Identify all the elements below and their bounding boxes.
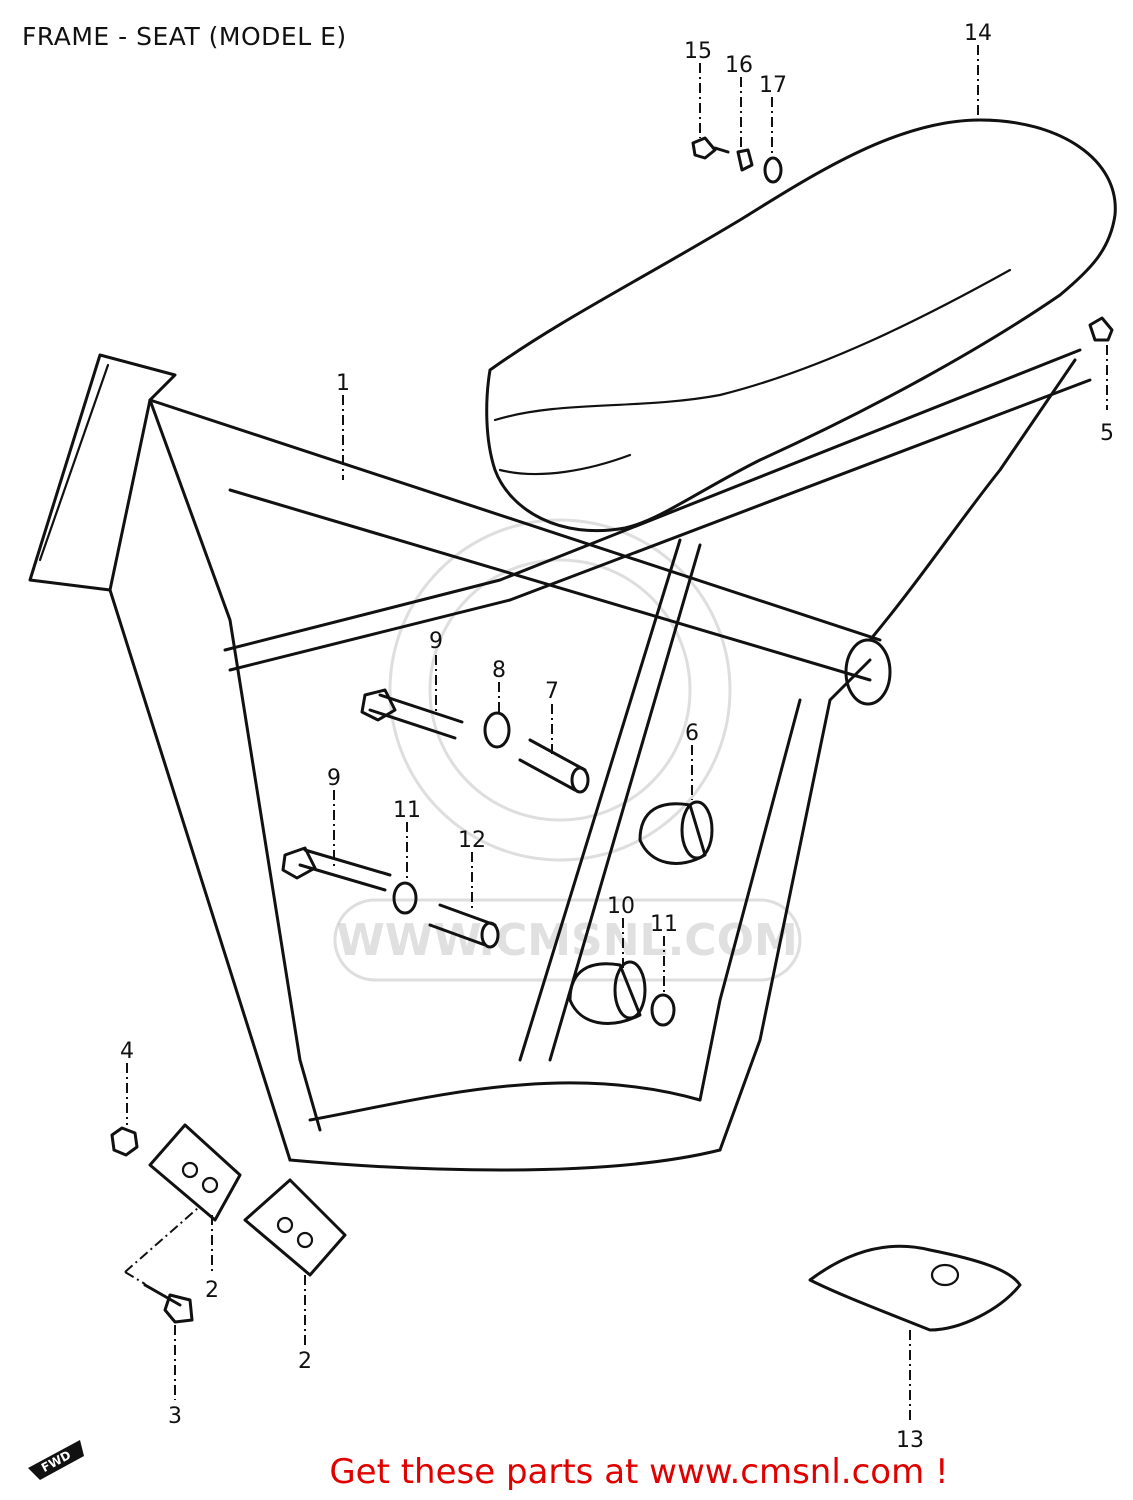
frame xyxy=(28,348,1092,1172)
footer-link-text[interactable]: Get these parts at www.cmsnl.com ! xyxy=(329,1452,949,1492)
washer-17 xyxy=(763,156,783,184)
bolt-9a xyxy=(360,688,464,740)
watermark-text: WWW.CMSNL.COM xyxy=(336,915,798,966)
plate-2b xyxy=(243,1178,347,1277)
callout-4: 4 xyxy=(120,1039,134,1064)
bushing-6 xyxy=(638,800,714,865)
washer-8 xyxy=(483,711,511,749)
washer-11b xyxy=(650,993,676,1027)
callout-9: 9 xyxy=(429,629,443,654)
callout-15: 15 xyxy=(684,39,712,64)
nut-4 xyxy=(110,1126,139,1157)
seat xyxy=(485,118,1117,533)
callout-7: 7 xyxy=(545,679,559,704)
bushing-10 xyxy=(568,960,647,1025)
cover-13 xyxy=(808,1244,1022,1332)
callout-16: 16 xyxy=(725,53,753,78)
callout-11: 11 xyxy=(650,912,678,937)
nut-16 xyxy=(736,148,754,172)
spacer-7 xyxy=(518,738,590,794)
callout-2: 2 xyxy=(298,1349,312,1374)
callout-11: 11 xyxy=(393,798,421,823)
callout-13: 13 xyxy=(896,1428,924,1453)
page-title: FRAME - SEAT (MODEL E) xyxy=(22,22,347,51)
callout-2: 2 xyxy=(205,1278,219,1303)
callout-14: 14 xyxy=(964,21,992,46)
cushion-5 xyxy=(1088,316,1114,342)
watermark-logo: WWW.CMSNL.COM xyxy=(333,518,802,982)
washer-11a xyxy=(392,881,418,915)
bolt-9b xyxy=(281,846,392,892)
callout-12: 12 xyxy=(458,828,486,853)
callout-labels: 1 2 2 3 4 5 6 7 8 9 9 10 11 11 12 13 14 … xyxy=(120,21,1114,1453)
callout-8: 8 xyxy=(492,658,506,683)
bolt-15 xyxy=(691,136,730,160)
callout-5: 5 xyxy=(1100,421,1114,446)
callout-10: 10 xyxy=(607,894,635,919)
callout-9: 9 xyxy=(327,766,341,791)
callout-3: 3 xyxy=(168,1404,182,1429)
bolt-3 xyxy=(143,1283,194,1324)
callout-17: 17 xyxy=(759,73,787,98)
spacer-12 xyxy=(428,903,500,949)
callout-6: 6 xyxy=(685,721,699,746)
leader-lines xyxy=(124,45,1108,1420)
callout-1: 1 xyxy=(336,371,350,396)
plate-2a xyxy=(148,1123,242,1222)
